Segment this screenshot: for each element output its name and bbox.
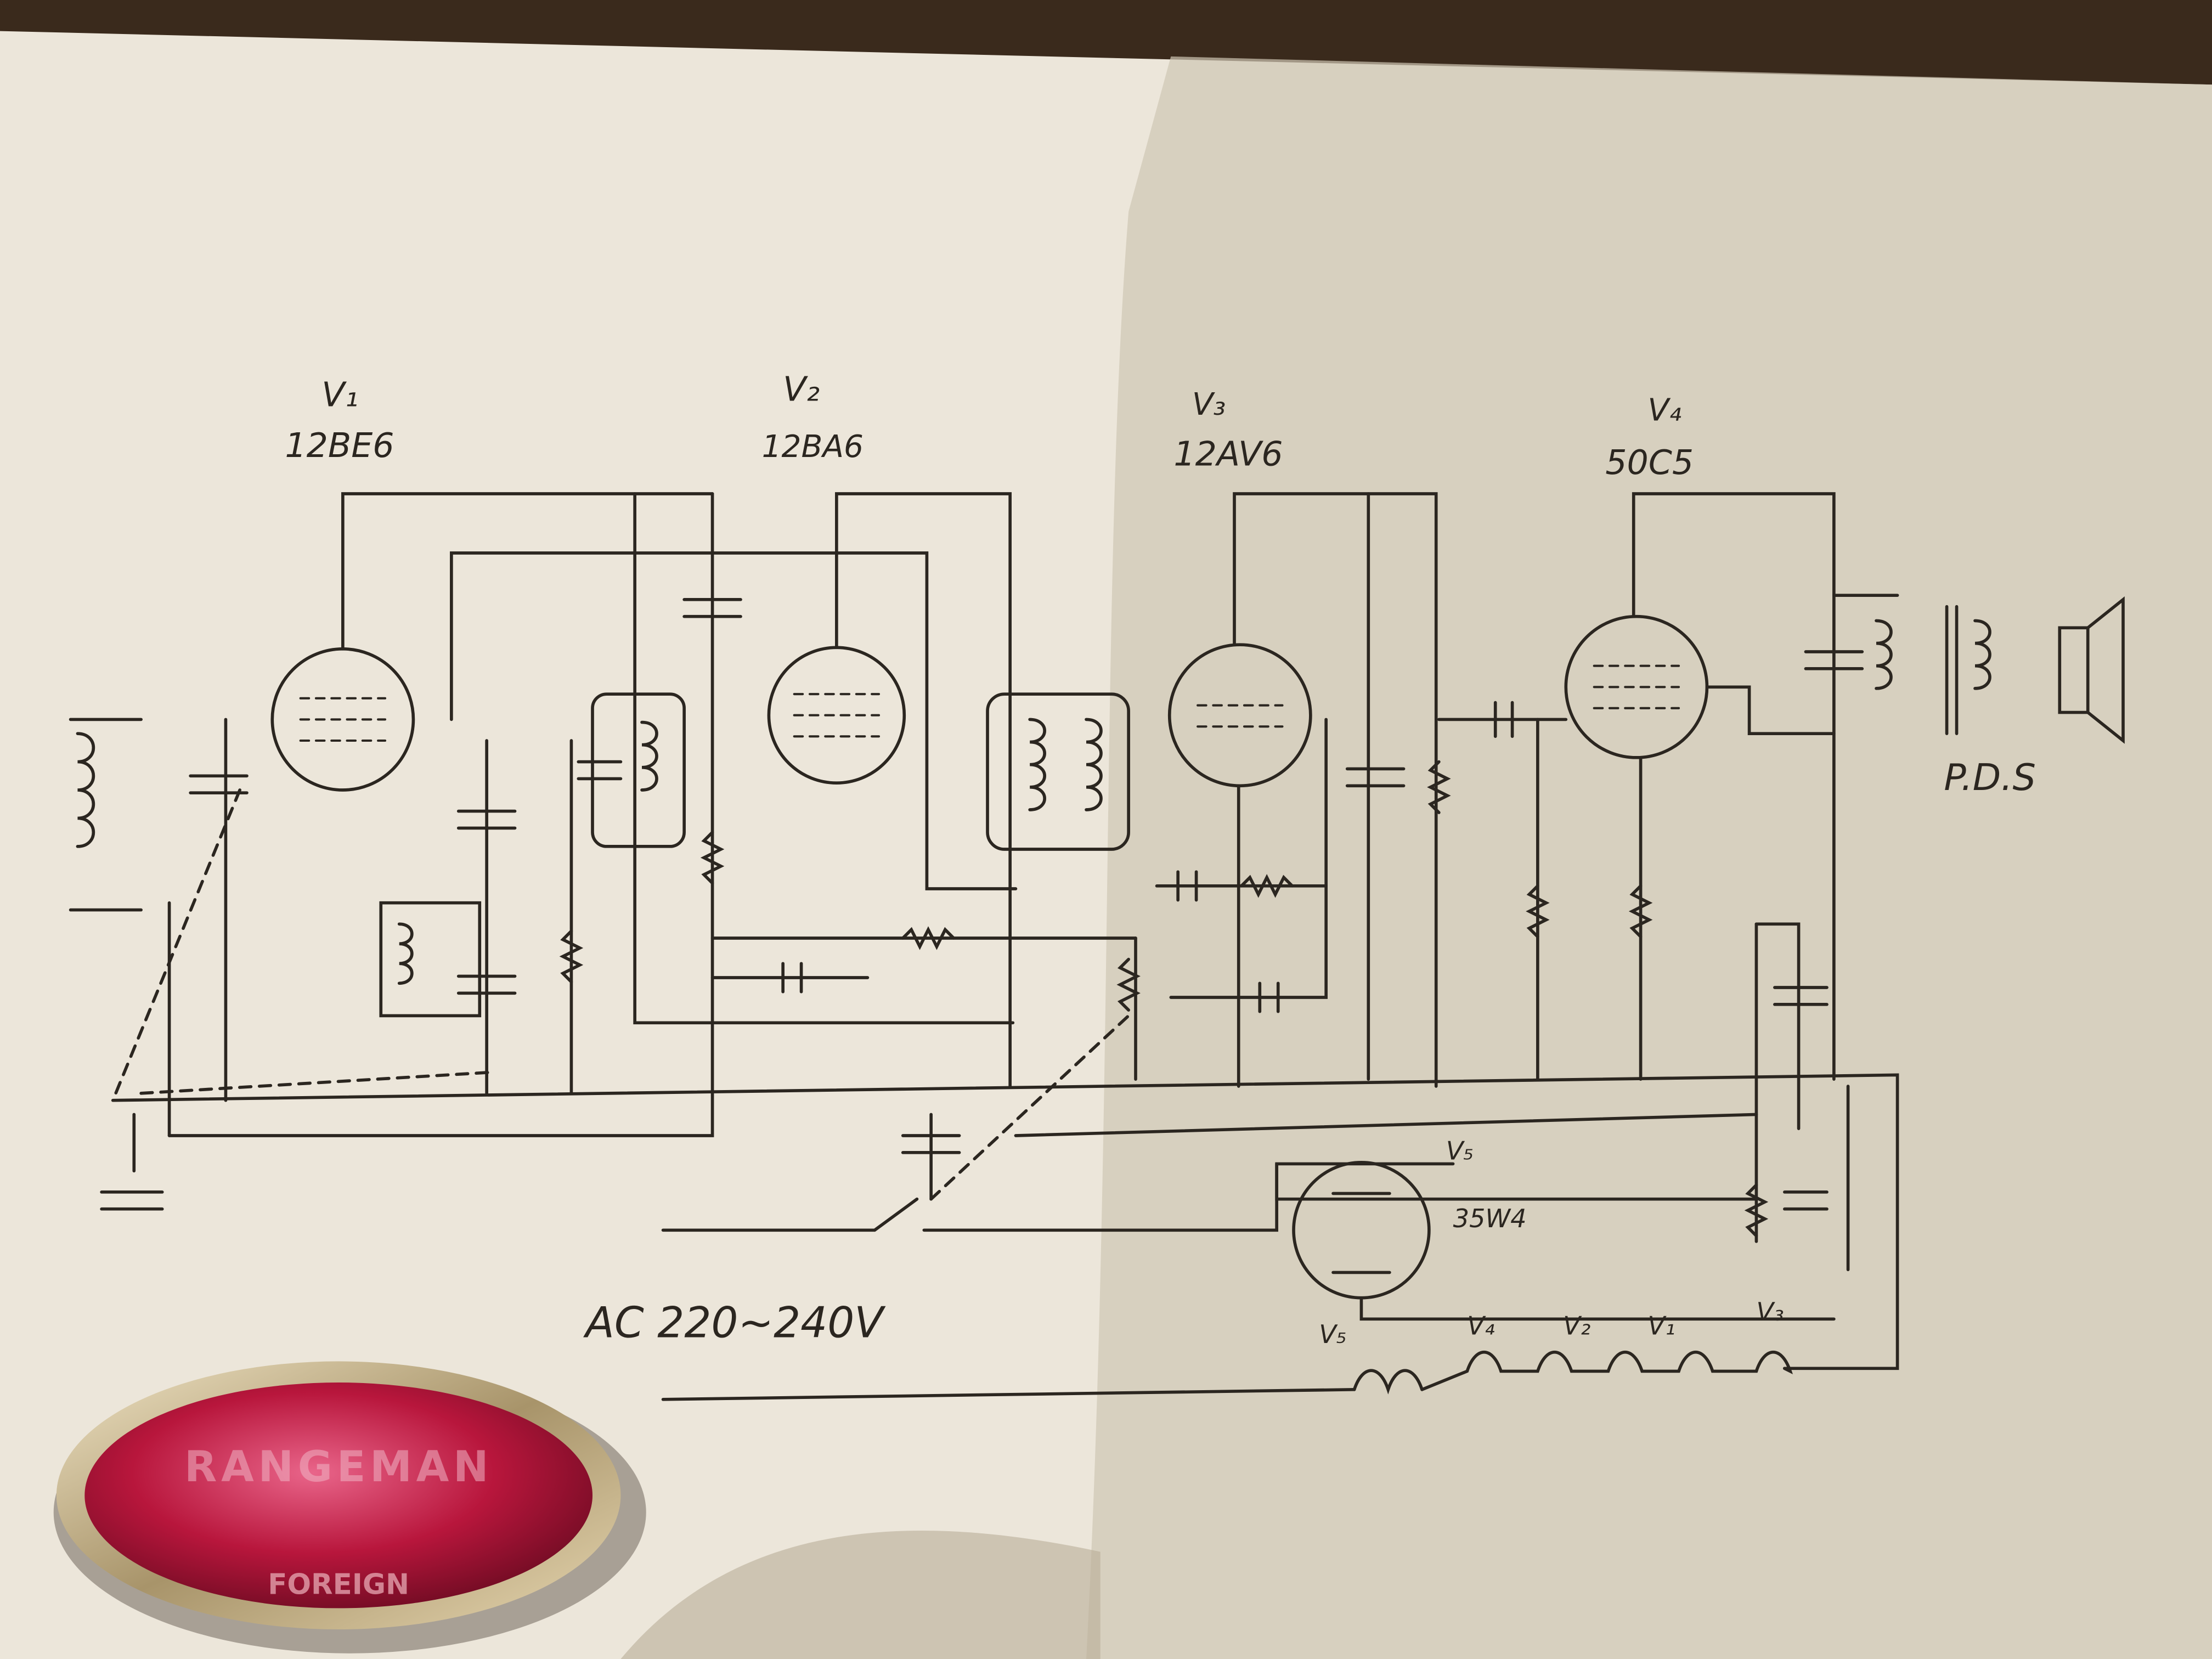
circuit-diagram bbox=[69, 492, 2125, 1401]
tube-v2-type: 12BA6 bbox=[762, 428, 864, 465]
tube-v4-ref: V₄ bbox=[1647, 392, 1681, 428]
heater-label-2: V₄ bbox=[1467, 1311, 1495, 1341]
tube-v1-type: 12BE6 bbox=[285, 426, 394, 465]
tube-v2-ref: V₂ bbox=[783, 369, 820, 409]
shadow-bottom bbox=[620, 1530, 1101, 1659]
power-label: AC 220~240V bbox=[583, 1299, 886, 1348]
heater-label-1: V₅ bbox=[1319, 1319, 1346, 1349]
badge-subtext: FOREIGN bbox=[268, 1568, 409, 1601]
shadow-region bbox=[1086, 56, 2212, 1659]
tube-v4-type: 50C5 bbox=[1605, 443, 1694, 482]
heater-label-3: V₂ bbox=[1563, 1311, 1590, 1341]
brand-badge: RANGEMAN FOREIGN bbox=[53, 1361, 646, 1654]
heater-label-5: V₃ bbox=[1756, 1297, 1784, 1327]
heater-label-4: V₁ bbox=[1647, 1311, 1675, 1341]
tube-grids bbox=[299, 664, 1680, 742]
speaker-label: P.D.S bbox=[1944, 756, 2036, 799]
badge-brand: RANGEMAN bbox=[184, 1442, 493, 1492]
tube-v3-ref: V₃ bbox=[1192, 386, 1226, 422]
badge-face bbox=[84, 1383, 593, 1609]
tube-v5-type: 35W4 bbox=[1453, 1204, 1527, 1233]
tube-v1-ref: V₁ bbox=[321, 375, 358, 415]
tube-v3-type: 12AV6 bbox=[1173, 435, 1283, 474]
tube-v5-ref: V₅ bbox=[1446, 1136, 1474, 1166]
